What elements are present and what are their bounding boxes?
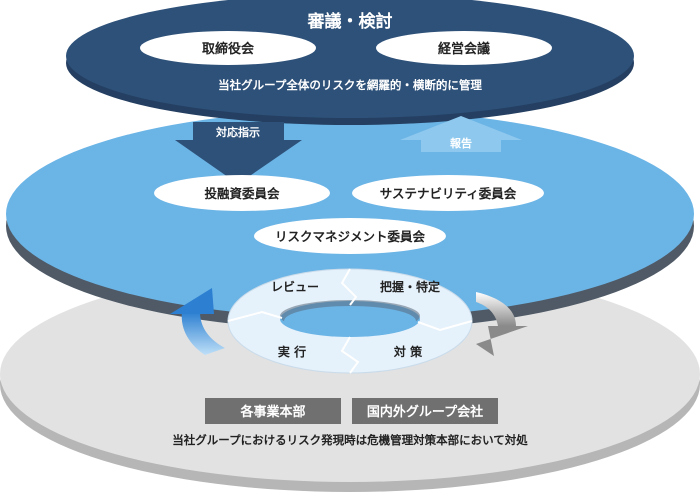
bottom-description: 当社グループにおけるリスク発現時は危機管理対策本部において対処: [172, 433, 528, 447]
management-meeting-pill: [376, 31, 552, 65]
cycle-ring-hole-inner: [284, 306, 416, 336]
group-companies-label: 国内外グループ会社: [367, 404, 483, 420]
cycle-step-review: レビュー: [271, 279, 319, 294]
board-pill: [140, 31, 316, 65]
cycle-step-identify: 把握・特定: [380, 279, 440, 294]
up-arrow-label: 報告: [450, 136, 472, 150]
cycle-step-countermeasure: 対 策: [393, 344, 423, 359]
top-title: 審議・検討: [307, 11, 393, 32]
gray-arrowhead-icon: [476, 326, 528, 356]
sustainability-committee-pill: [352, 175, 544, 211]
group-companies-box: [352, 398, 498, 424]
report-arrow: 報告: [400, 116, 522, 152]
top-description: 当社グループ全体のリスクを網羅的・横断的に管理: [218, 78, 482, 92]
top-disc-top: [66, 0, 634, 118]
blue-curve-icon: [181, 312, 225, 355]
management-meeting-label: 経営会議: [438, 41, 490, 57]
cycle-divider-right: [417, 320, 473, 332]
sustainability-committee-label: サステナビリティ委員会: [380, 186, 517, 201]
cycle-ring: [227, 268, 473, 374]
cycle-divider-left: [227, 310, 283, 322]
risk-management-committee-pill: [254, 218, 446, 254]
cycle-divider-top: [340, 268, 358, 306]
cycle-step-execute: 実 行: [278, 344, 306, 359]
investment-committee-label: 投融資委員会: [204, 186, 280, 201]
business-units-label: 各事業本部: [239, 404, 305, 420]
bottom-disc-top: [0, 266, 700, 482]
instruction-arrow: 対応指示: [175, 122, 302, 184]
bottom-layer: [0, 266, 700, 492]
down-arrow-icon: [175, 122, 302, 184]
investment-committee-pill: [154, 175, 330, 211]
up-arrow-icon: [400, 116, 522, 152]
down-arrow-label: 対応指示: [215, 125, 260, 139]
cycle-arrow-right: [476, 292, 528, 356]
cycle-divider-bottom: [340, 336, 360, 374]
gray-curve-icon: [476, 292, 516, 326]
cycle-arrow-left: [170, 288, 225, 355]
business-units-box: [205, 398, 341, 424]
middle-disc-top: [6, 110, 694, 318]
blue-arrowhead-icon: [170, 288, 214, 314]
risk-management-committee-label: リスクマネジメント委員会: [275, 229, 426, 244]
board-label: 取締役会: [202, 41, 255, 57]
